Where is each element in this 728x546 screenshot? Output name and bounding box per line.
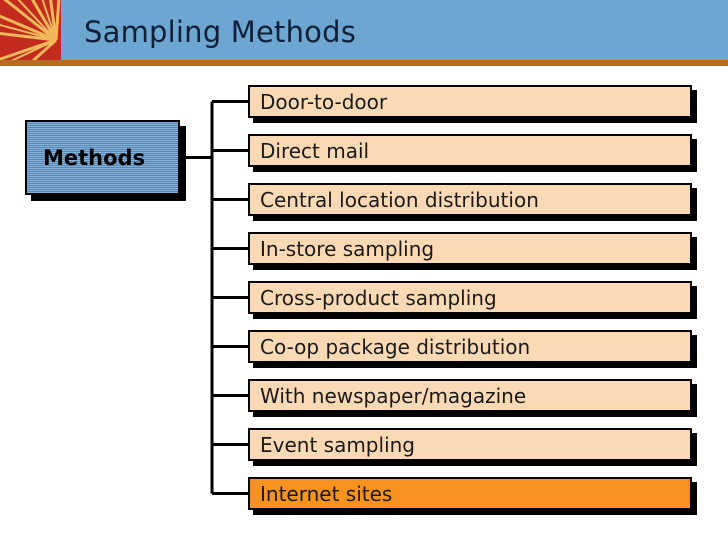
header-bar	[0, 0, 728, 60]
starburst-icon	[0, 0, 61, 60]
leaf-node-label: Door-to-door	[260, 89, 388, 114]
leaf-node-label: Co-op package distribution	[260, 334, 531, 359]
leaf-node-direct-mail[interactable]: Direct mail	[248, 134, 692, 167]
tree-connector-lines	[180, 100, 249, 495]
leaf-node-label: Direct mail	[260, 138, 370, 163]
leaf-node-label: Event sampling	[260, 432, 415, 457]
sampling-methods-tree-diagram: Methods Door-to-door Direct mail Central…	[0, 66, 728, 546]
header-accent-stripe	[0, 60, 728, 66]
root-node-methods[interactable]: Methods	[25, 120, 180, 195]
leaf-node-door-to-door[interactable]: Door-to-door	[248, 85, 692, 118]
leaf-node-label: Cross-product sampling	[260, 285, 497, 310]
leaf-node-central-location-distribution[interactable]: Central location distribution	[248, 183, 692, 216]
leaf-node-cross-product-sampling[interactable]: Cross-product sampling	[248, 281, 692, 314]
leaf-node-internet-sites[interactable]: Internet sites	[248, 477, 692, 510]
leaf-node-event-sampling[interactable]: Event sampling	[248, 428, 692, 461]
leaf-node-label: Internet sites	[260, 481, 393, 506]
root-node-label: Methods	[43, 145, 146, 170]
leaf-node-label: With newspaper/magazine	[260, 383, 527, 408]
leaf-node-with-newspaper-magazine[interactable]: With newspaper/magazine	[248, 379, 692, 412]
leaf-node-label: Central location distribution	[260, 187, 539, 212]
leaf-node-in-store-sampling[interactable]: In-store sampling	[248, 232, 692, 265]
leaf-node-label: In-store sampling	[260, 236, 435, 261]
page-title: Sampling Methods	[84, 15, 357, 49]
leaf-node-co-op-package-distribution[interactable]: Co-op package distribution	[248, 330, 692, 363]
red-starburst-logo	[0, 0, 61, 60]
